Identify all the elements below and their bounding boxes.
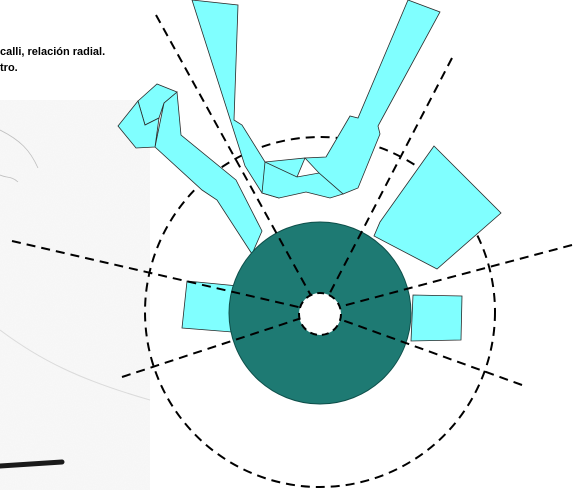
guide-w	[11, 240, 321, 313]
buildings	[117, 0, 502, 342]
guide-nnw	[155, 14, 321, 313]
caption-line-2: tro.	[0, 62, 18, 74]
building-square-lower	[117, 100, 160, 149]
building-right-block	[373, 145, 502, 270]
radial-guides	[11, 14, 573, 386]
building-east-block	[410, 294, 463, 342]
guide-sw	[121, 311, 321, 378]
building-center-link	[261, 161, 344, 199]
building-diagonal-long	[154, 91, 263, 255]
guide-nne	[319, 57, 453, 313]
background-sketch	[0, 100, 151, 490]
sketch-stroke	[0, 459, 65, 469]
building-right-wing	[304, 0, 441, 195]
outer-dashed-circle	[144, 136, 496, 488]
guide-e	[319, 244, 573, 313]
guide-se	[319, 311, 523, 386]
caption-line-1: calli, relación radial.	[0, 46, 106, 58]
central-hole	[298, 292, 342, 336]
